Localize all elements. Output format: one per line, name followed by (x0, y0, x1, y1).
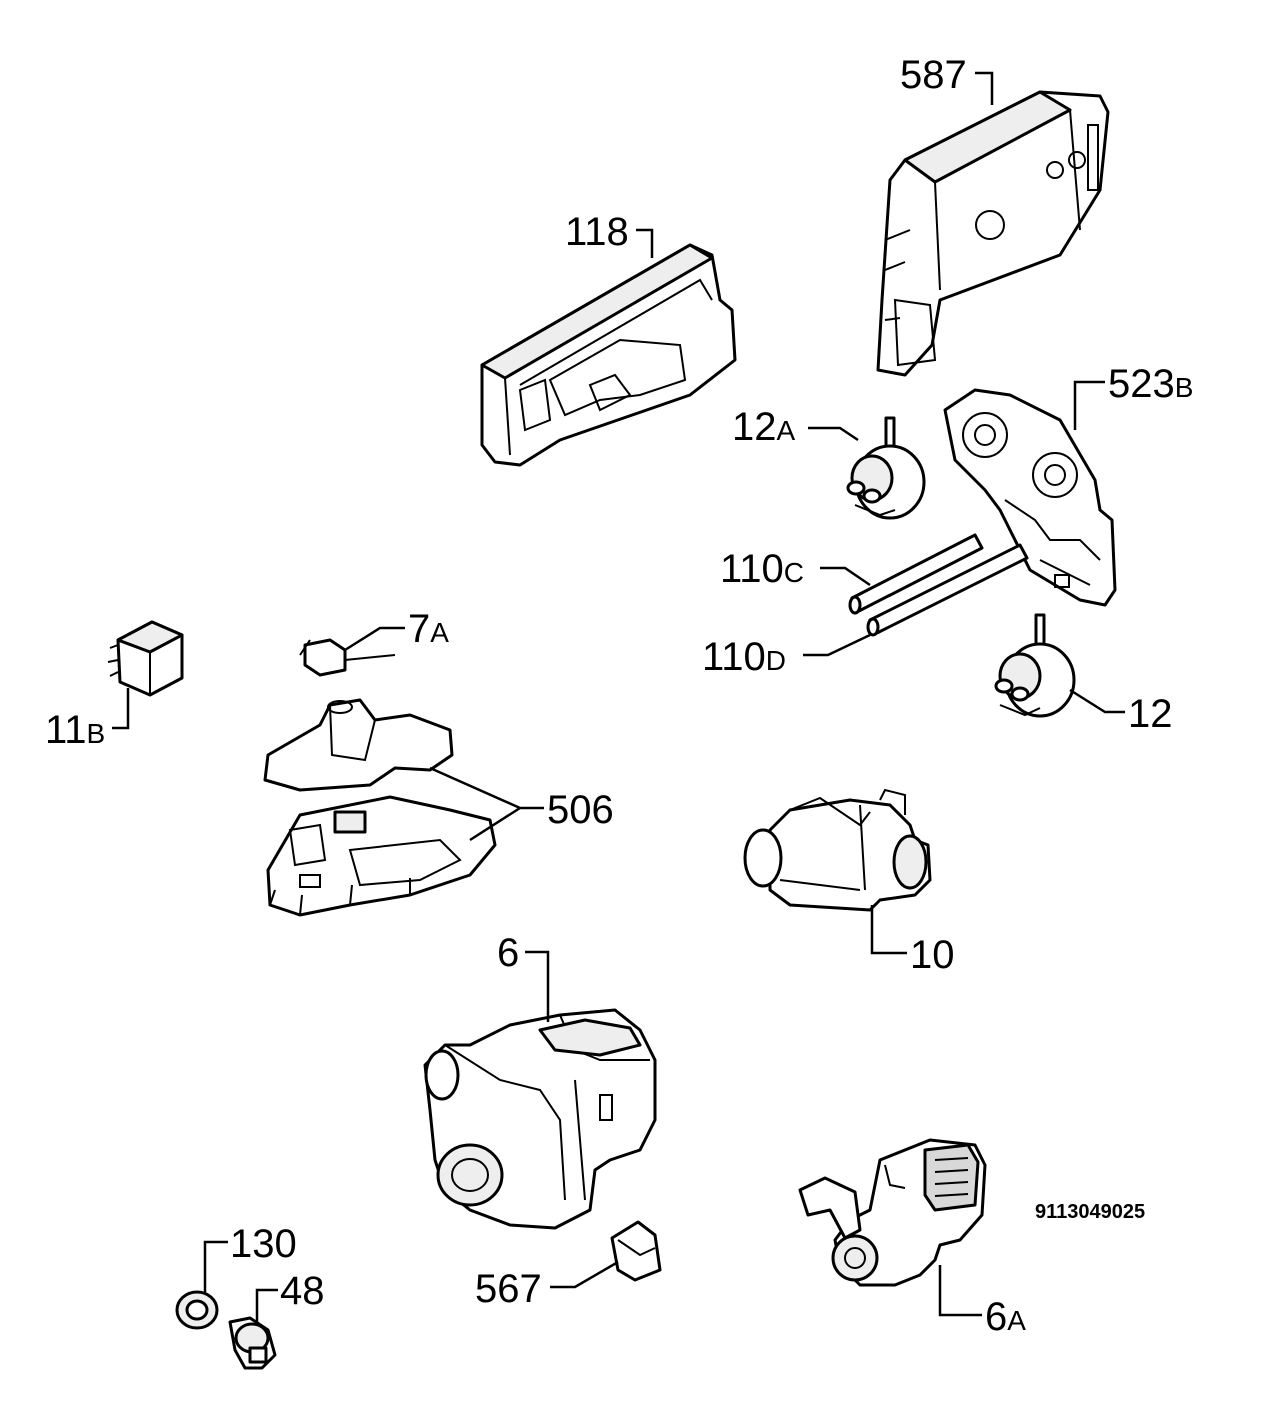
part-523b-sensor-housing (943, 388, 1117, 607)
label-506-number: 506 (547, 788, 614, 832)
label-110d-number: 110 (702, 635, 766, 679)
svg-text:118: 118 (565, 210, 629, 254)
svg-text:567: 567 (475, 1267, 542, 1311)
svg-text:6: 6 (497, 931, 519, 975)
svg-text:110C: 110C (720, 547, 804, 591)
label-10: 10 (870, 905, 955, 977)
label-118-number: 118 (565, 210, 629, 254)
svg-text:110D: 110D (702, 635, 786, 679)
label-110d-suffix: D (766, 645, 786, 676)
label-7a-suffix: A (430, 617, 449, 648)
label-110c-number: 110 (720, 547, 784, 591)
label-523b-number: 523 (1108, 362, 1175, 406)
part-12a-pressure-switch (846, 416, 926, 520)
part-506-float-base (266, 795, 497, 917)
part-567-clip (610, 1220, 662, 1282)
label-110c-suffix: C (784, 557, 804, 588)
svg-text:6A: 6A (985, 1295, 1026, 1339)
label-48-number: 48 (280, 1269, 325, 1313)
label-6a-suffix: A (1007, 1305, 1026, 1336)
label-6-number: 6 (497, 931, 519, 975)
label-12-number: 12 (1128, 692, 1173, 736)
label-7a-number: 7 (408, 607, 430, 651)
label-48: 48 (255, 1269, 325, 1322)
label-6a: 6A (938, 1265, 1026, 1339)
part-12-pressure-switch (994, 613, 1076, 718)
label-10-number: 10 (910, 933, 955, 977)
part-6a-drain-pump (798, 1138, 987, 1287)
svg-text:12A: 12A (732, 405, 796, 449)
label-11b-suffix: B (87, 718, 106, 749)
svg-text:48: 48 (280, 1269, 325, 1313)
label-118: 118 (565, 210, 654, 258)
label-587-number: 587 (900, 53, 967, 97)
part-7a-float-switch (299, 638, 396, 677)
label-7a: 7A (344, 607, 449, 652)
label-567-number: 567 (475, 1267, 542, 1311)
svg-text:587: 587 (900, 53, 967, 97)
label-110c: 110C (720, 547, 871, 591)
svg-text:11B: 11B (45, 708, 105, 752)
part-110d-hose (866, 543, 1029, 637)
label-6a-number: 6 (985, 1295, 1007, 1339)
part-587-control-module (876, 90, 1110, 377)
label-587: 587 (900, 53, 994, 105)
part-48-plug (228, 1316, 277, 1370)
label-12a-number: 12 (732, 405, 777, 449)
part-118-dispenser (480, 243, 737, 467)
label-130-number: 130 (230, 1222, 297, 1266)
label-12: 12 (1069, 688, 1173, 736)
label-130: 130 (203, 1222, 297, 1292)
label-110d: 110D (702, 633, 871, 679)
label-6: 6 (497, 931, 550, 1022)
label-12a-suffix: A (777, 415, 796, 446)
part-110c-hose (848, 533, 984, 615)
label-523b: 523B (1073, 362, 1193, 430)
part-10-heater (743, 788, 932, 912)
svg-text:12: 12 (1128, 692, 1173, 736)
svg-text:523B: 523B (1108, 362, 1193, 406)
part-11b-relay (107, 620, 184, 697)
svg-text:130: 130 (230, 1222, 297, 1266)
label-11b: 11B (45, 688, 130, 752)
svg-text:506: 506 (547, 788, 614, 832)
svg-text:10: 10 (910, 933, 955, 977)
label-523b-suffix: B (1175, 372, 1194, 403)
label-506: 506 (429, 766, 614, 842)
diagram-code: 9113049025 (1035, 1201, 1145, 1223)
part-130-seal-ring (175, 1290, 219, 1330)
part-506-float-cover (263, 698, 454, 792)
part-6-circulation-pump (423, 1008, 657, 1230)
svg-text:7A: 7A (408, 607, 449, 651)
label-567: 567 (475, 1260, 619, 1311)
label-12a: 12A (732, 405, 859, 449)
label-11b-number: 11 (45, 708, 87, 752)
